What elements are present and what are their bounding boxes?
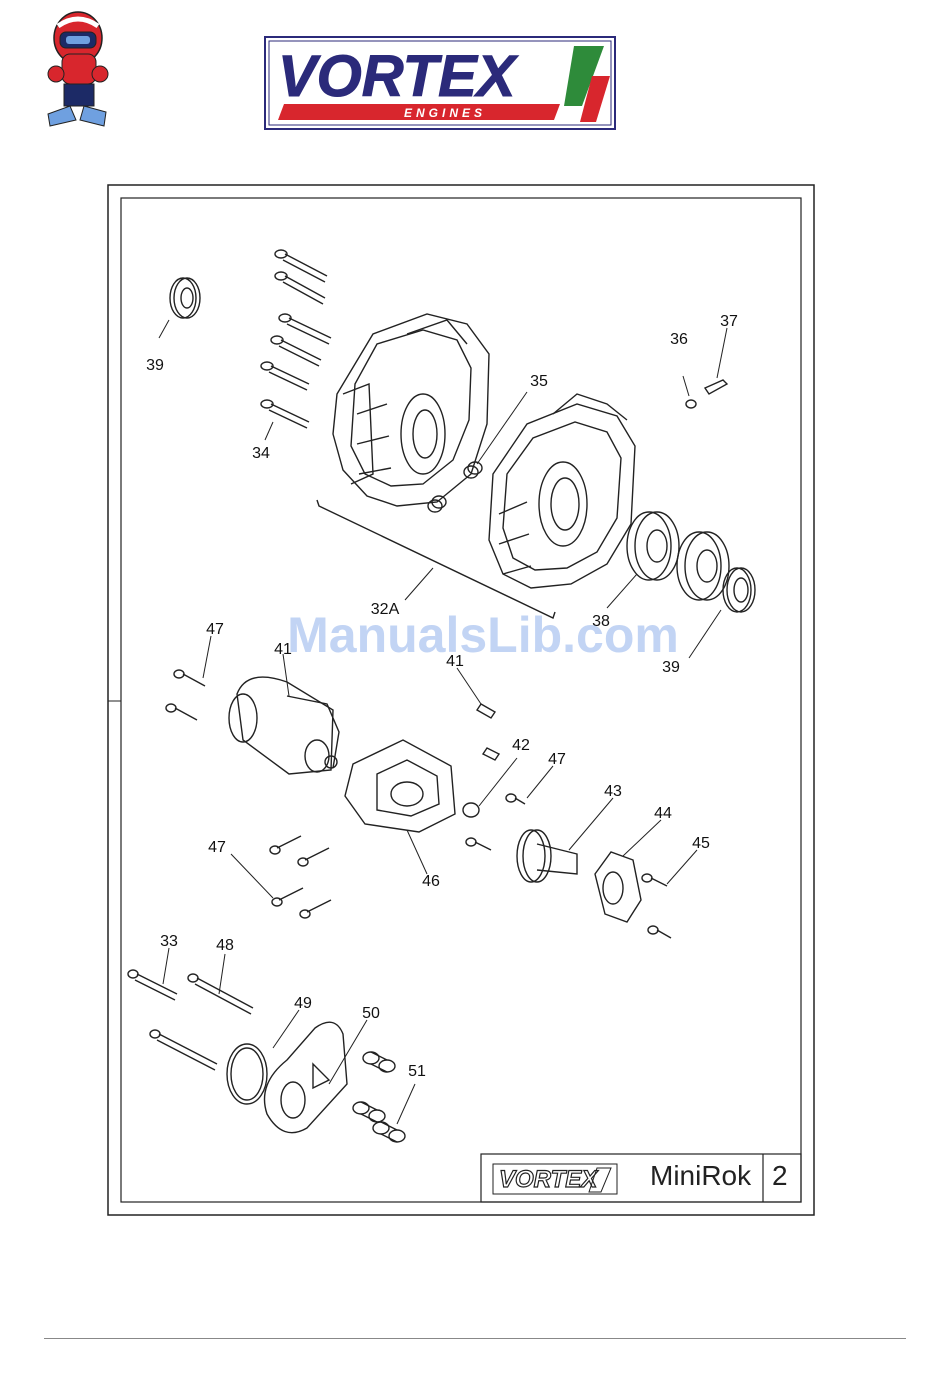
callout-35: 35 [530,373,548,390]
callout-36: 36 [670,331,688,348]
callout-47a: 47 [206,621,224,638]
callout-33: 33 [160,933,178,950]
page-number: 2 [772,1160,788,1192]
brand-sub-text: ENGINES [404,106,486,120]
bearings-part-38 [627,512,729,600]
exploded-parts-diagram: 39 34 35 36 37 32A 38 39 47 41 41 42 47 … [107,184,815,1216]
bolts-part-34 [261,250,331,428]
callout-45: 45 [692,835,710,852]
callout-42: 42 [512,737,530,754]
model-name: MiniRok [650,1160,751,1192]
starter-housing-part-46 [345,740,455,832]
callout-48: 48 [216,937,234,954]
footer-divider [44,1338,906,1339]
callout-34: 34 [252,445,270,462]
watermark-text: ManualsLib.com [268,606,698,664]
callout-51: 51 [408,1063,426,1080]
bendix-gear-part-43 [517,830,577,882]
seal-part-39 [170,278,200,318]
callout-49: 49 [294,995,312,1012]
support-bracket-part-50 [265,1022,348,1132]
callout-43: 43 [604,783,622,800]
crankcase-right-half [489,394,635,588]
title-block-logo: VORTEX [493,1164,617,1194]
callout-47c: 47 [208,839,226,856]
o-ring-part-49 [227,1044,267,1104]
helmet-mascot-icon [40,8,118,132]
starter-motor [229,677,339,774]
vortex-engines-logo: VORTEX ENGINES [264,36,616,130]
crankcase-left-half [333,314,489,506]
title-block-brand: VORTEX [499,1166,599,1193]
callout-47b: 47 [548,751,566,768]
callout-44: 44 [654,805,672,822]
callout-50: 50 [362,1005,380,1022]
callout-39: 39 [146,357,164,374]
callout-46: 46 [422,873,440,890]
callout-37: 37 [720,313,738,330]
cover-part-44 [595,852,641,922]
seal-part-39b [723,568,755,612]
brand-main-text: VORTEX [278,44,519,109]
